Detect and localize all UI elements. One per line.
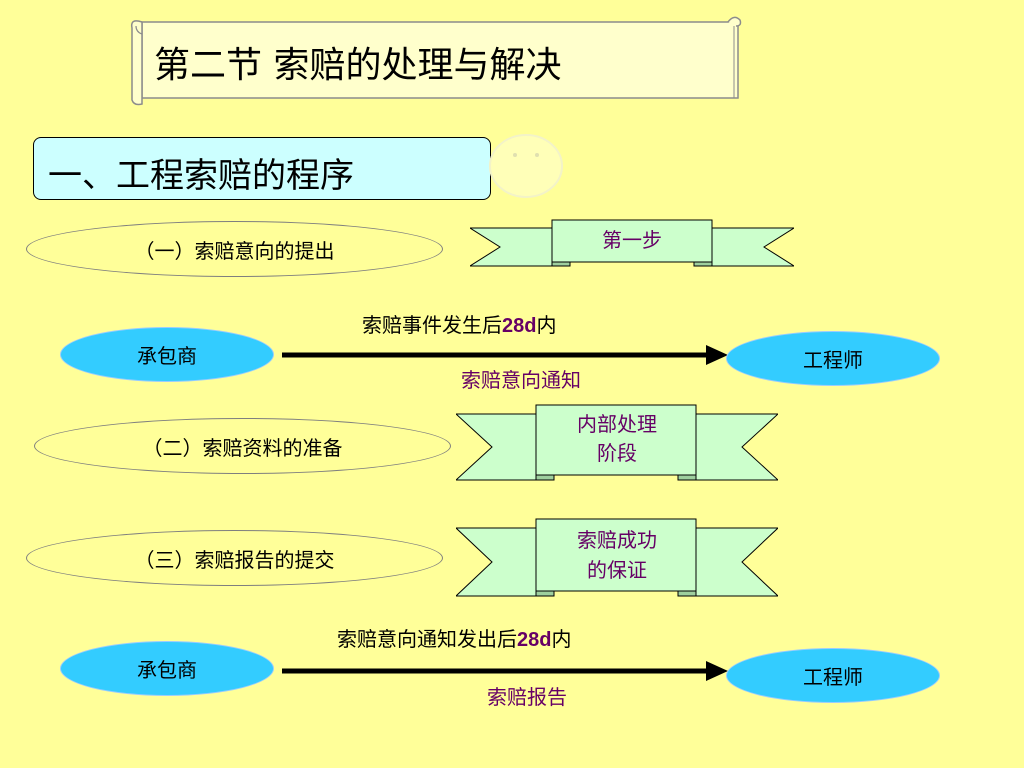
flow1-engineer-ellipse: 工程师 [726,331,940,386]
scroll-shape [130,16,742,106]
flow2-deliverable: 索赔报告 [487,685,567,709]
step3-label: （三）索赔报告的提交 [134,547,335,572]
section-heading: 一、工程索赔的程序 [48,156,354,196]
flow1-condition-days: 28d [502,315,537,337]
flow2-engineer-label: 工程师 [803,665,863,689]
step3-ellipse: （三）索赔报告的提交 [26,530,443,586]
ribbon-step1: 第一步 [470,218,794,270]
flow2-contractor-label: 承包商 [137,658,197,682]
step2-ellipse: （二）索赔资料的准备 [34,418,451,474]
smiley-icon [489,134,563,198]
step1-ellipse: （一）索赔意向的提出 [26,221,443,277]
ribbon-step2: 内部处理 阶段 [456,404,778,484]
flow1-arrow [282,345,728,365]
flow1-condition: 索赔事件发生后28d内 [362,309,556,338]
step1-label: （一）索赔意向的提出 [134,238,335,263]
ribbon-step2-line1: 内部处理 [577,412,657,436]
flow2-arrow [282,661,728,681]
ribbon-step3-line1: 索赔成功 [577,528,657,552]
step2-label: （二）索赔资料的准备 [142,435,343,460]
ribbon-step3-line2: 的保证 [587,558,647,582]
flow2-engineer-ellipse: 工程师 [726,648,940,703]
ribbon-step1-label: 第一步 [602,228,662,252]
flow1-contractor-label: 承包商 [137,344,197,368]
flow2-condition-prefix: 索赔意向通知发出后 [337,627,517,651]
ribbon-step3: 索赔成功 的保证 [456,518,778,600]
flow1-deliverable: 索赔意向通知 [461,368,581,392]
section-heading-box: 一、工程索赔的程序 [33,137,491,200]
flow2-condition: 索赔意向通知发出后28d内 [337,623,571,652]
flow1-condition-prefix: 索赔事件发生后 [362,313,502,337]
flow2-condition-days: 28d [517,629,552,651]
page-title: 第二节 索赔的处理与解决 [154,45,562,86]
ribbon-step2-line2: 阶段 [597,441,637,465]
flow1-contractor-ellipse: 承包商 [60,327,274,382]
flow1-engineer-label: 工程师 [803,348,863,372]
title-scroll: 第二节 索赔的处理与解决 [128,14,742,106]
flow2-condition-suffix: 内 [551,627,572,651]
flow1-condition-suffix: 内 [536,313,557,337]
flow2-contractor-ellipse: 承包商 [60,641,274,696]
